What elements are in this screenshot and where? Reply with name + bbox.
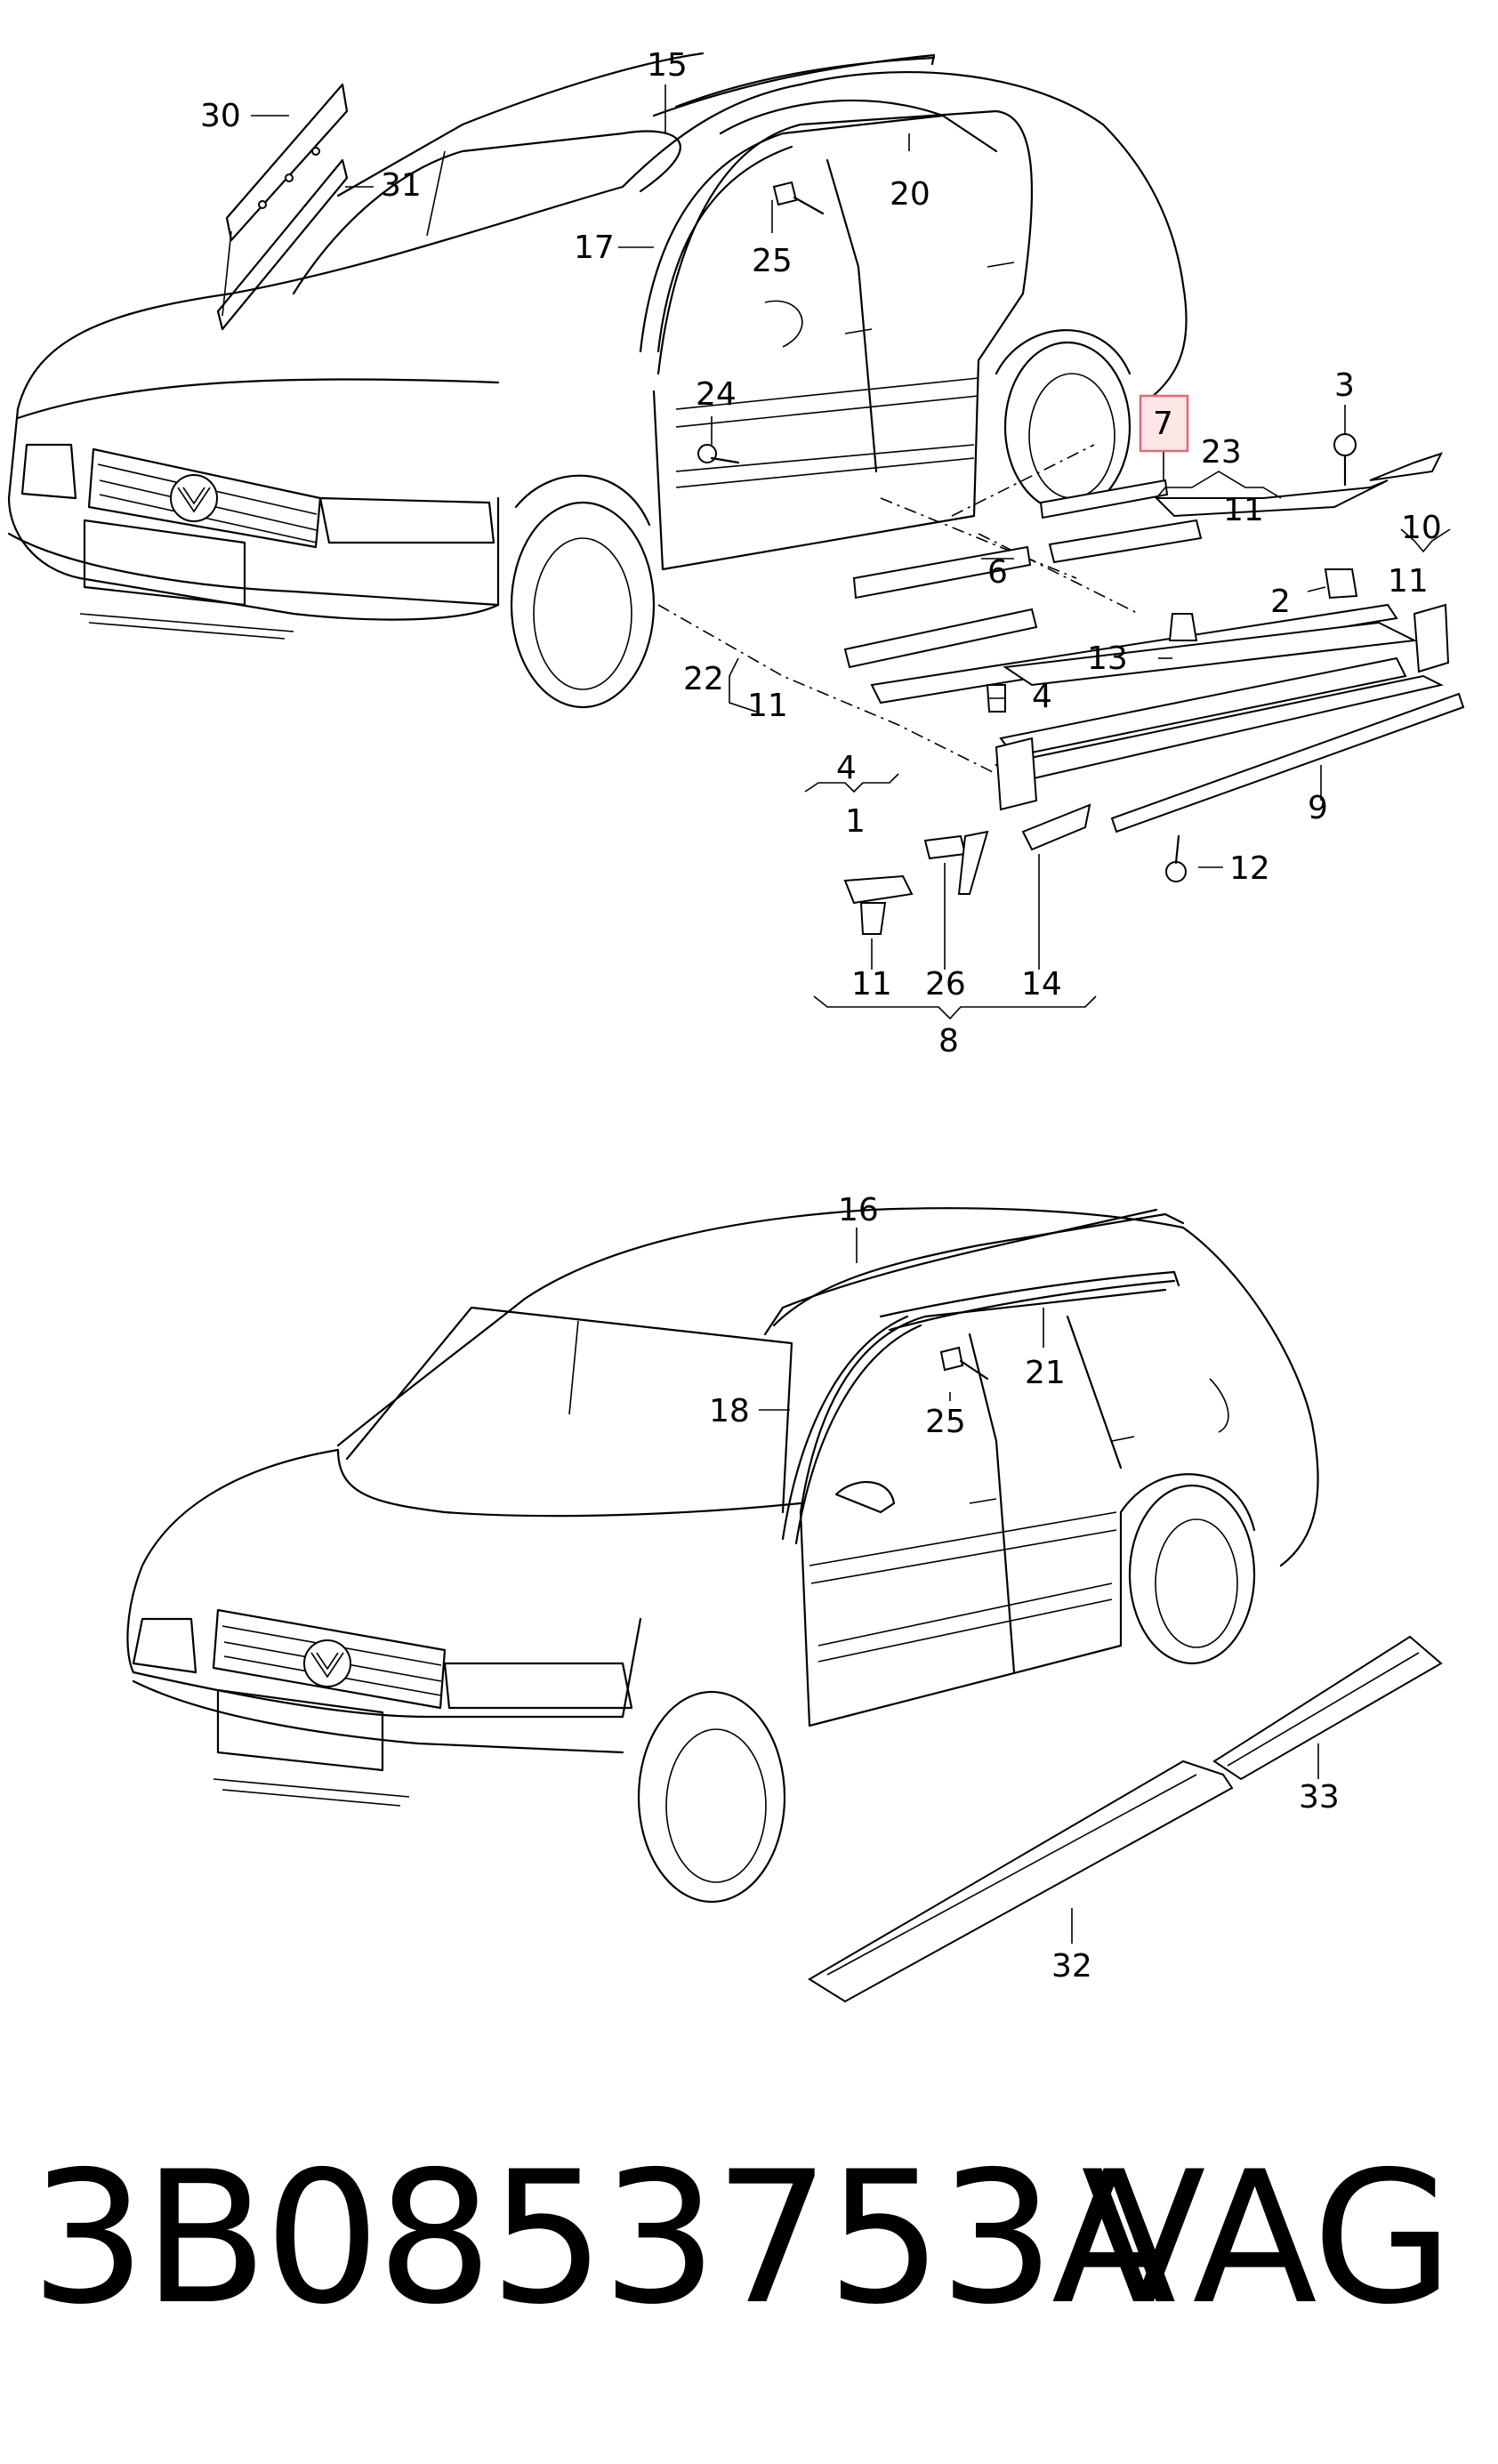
callout-9[interactable]: 9 bbox=[1308, 790, 1328, 826]
callout-33[interactable]: 33 bbox=[1299, 1779, 1340, 1816]
part-number: 3B0853753A bbox=[30, 2133, 1176, 2345]
callout-12[interactable]: 12 bbox=[1229, 850, 1270, 887]
callout-11b[interactable]: 11 bbox=[1388, 563, 1429, 600]
sedan-leader-lines bbox=[251, 85, 1451, 1020]
callout-32[interactable]: 32 bbox=[1051, 1948, 1092, 1985]
callout-17[interactable]: 17 bbox=[574, 229, 615, 266]
callout-8[interactable]: 8 bbox=[938, 1023, 959, 1059]
callout-15[interactable]: 15 bbox=[647, 47, 688, 84]
callout-22[interactable]: 22 bbox=[683, 661, 724, 697]
wagon-leader-lines bbox=[759, 1228, 1319, 1944]
callout-13[interactable]: 13 bbox=[1087, 640, 1128, 677]
callout-23[interactable]: 23 bbox=[1201, 434, 1242, 471]
callout-20[interactable]: 20 bbox=[890, 176, 930, 213]
callout-1[interactable]: 1 bbox=[845, 803, 866, 840]
callout-14[interactable]: 14 bbox=[1021, 966, 1062, 1003]
callout-25-wagon[interactable]: 25 bbox=[925, 1404, 966, 1440]
callout-26[interactable]: 26 bbox=[925, 966, 966, 1003]
callout-11d[interactable]: 11 bbox=[851, 966, 892, 1003]
wagon-callouts: 16 21 18 25 33 32 bbox=[709, 1192, 1340, 1985]
callout-18[interactable]: 18 bbox=[709, 1393, 750, 1429]
callout-3[interactable]: 3 bbox=[1334, 367, 1355, 404]
callout-16[interactable]: 16 bbox=[838, 1192, 879, 1228]
callout-25[interactable]: 25 bbox=[752, 243, 793, 279]
wagon-illustration bbox=[126, 1207, 1443, 2003]
callout-4b[interactable]: 4 bbox=[836, 750, 857, 786]
callout-6[interactable]: 6 bbox=[987, 554, 1008, 591]
sedan-illustration bbox=[7, 52, 1188, 775]
callout-4a[interactable]: 4 bbox=[1032, 679, 1052, 715]
callout-31[interactable]: 31 bbox=[381, 167, 422, 204]
brand-label: VAG bbox=[1081, 2133, 1454, 2345]
callout-7[interactable]: 7 bbox=[1153, 406, 1173, 442]
highlight-box-7 bbox=[1139, 394, 1189, 453]
sedan-parts bbox=[697, 181, 1465, 935]
callout-11c[interactable]: 11 bbox=[747, 688, 788, 724]
callout-2[interactable]: 2 bbox=[1270, 584, 1291, 620]
callout-10[interactable]: 10 bbox=[1401, 510, 1442, 546]
sedan-callouts: 15 30 31 20 17 25 24 3 7 23 11 10 6 2 11… bbox=[200, 47, 1442, 1059]
parts-diagram: 15 30 31 20 17 25 24 3 7 23 11 10 6 2 11… bbox=[7, 47, 1465, 2003]
callout-21[interactable]: 21 bbox=[1025, 1355, 1066, 1391]
callout-30[interactable]: 30 bbox=[200, 98, 241, 134]
callout-24[interactable]: 24 bbox=[696, 376, 737, 413]
callout-11a[interactable]: 11 bbox=[1223, 492, 1264, 528]
